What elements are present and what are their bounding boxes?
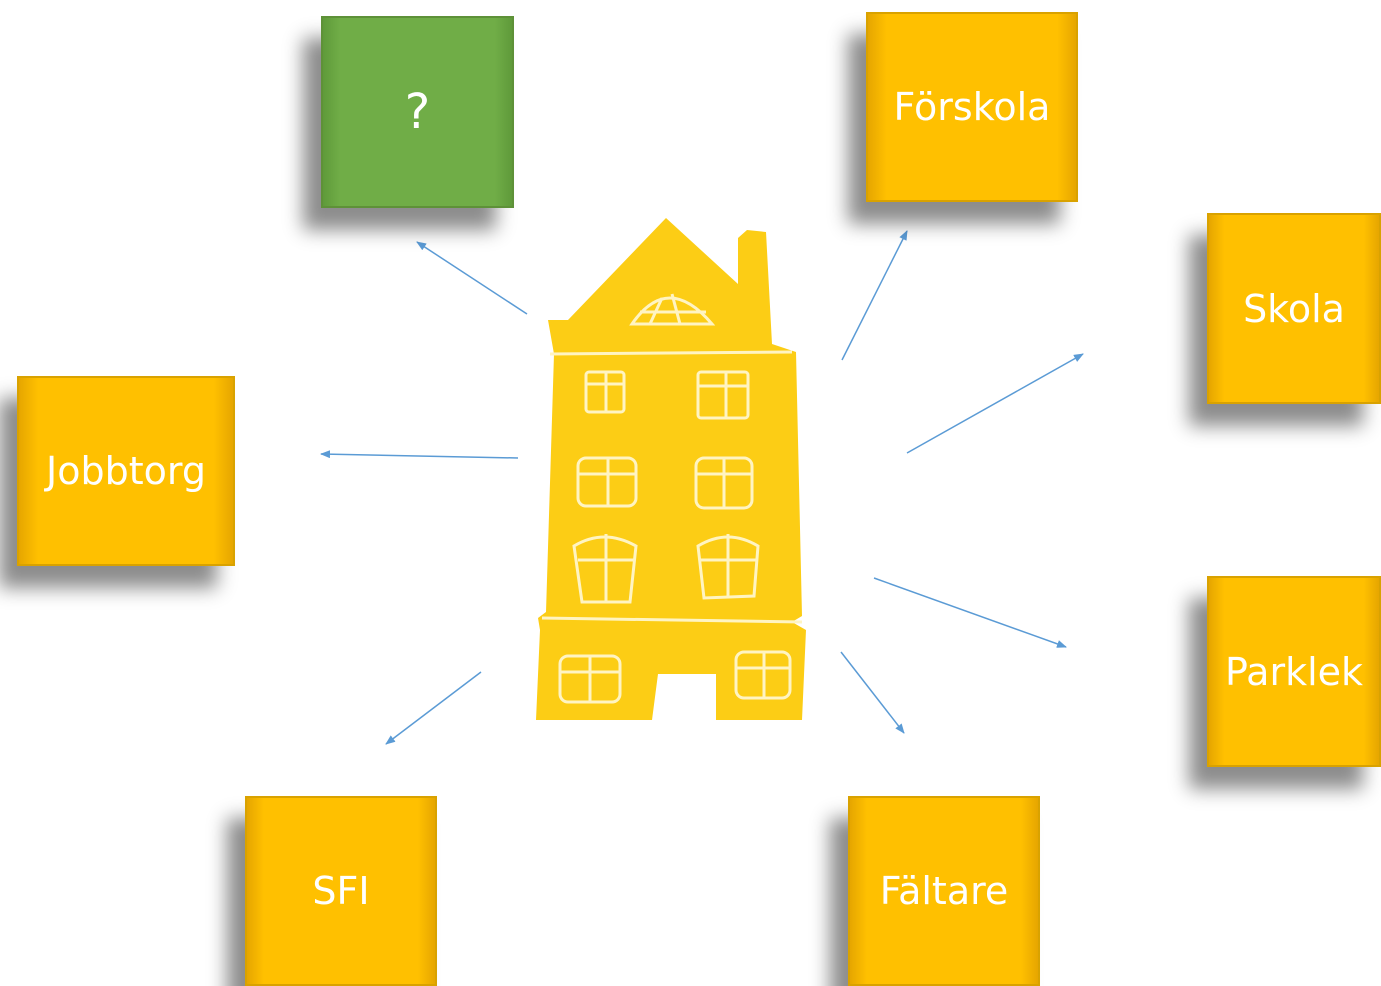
node-parklek-label: Parklek: [1224, 649, 1364, 694]
node-forskola-label: Förskola: [893, 85, 1051, 129]
arrow-to-sfi: [385, 671, 482, 745]
arrow-to-forskola: [841, 230, 908, 361]
node-faltare: Fältare: [848, 796, 1040, 986]
arrow-to-faltare: [840, 651, 905, 734]
node-question: ?: [321, 16, 514, 208]
arrow-to-jobbtorg: [320, 450, 519, 459]
node-forskola: Förskola: [866, 12, 1078, 202]
node-parklek: Parklek: [1207, 576, 1381, 767]
node-sfi-label: SFI: [312, 869, 370, 913]
node-skola-label: Skola: [1243, 286, 1345, 331]
node-question-label: ?: [404, 84, 431, 140]
node-jobbtorg: Jobbtorg: [17, 376, 235, 566]
arrow-to-question: [416, 241, 528, 315]
arrow-to-parklek: [873, 577, 1067, 648]
house-icon: [536, 218, 806, 720]
node-skola: Skola: [1207, 213, 1381, 404]
node-jobbtorg-label: Jobbtorg: [46, 449, 206, 493]
node-faltare-label: Fältare: [879, 869, 1009, 913]
node-sfi: SFI: [245, 796, 437, 986]
arrow-to-skola: [906, 353, 1084, 454]
